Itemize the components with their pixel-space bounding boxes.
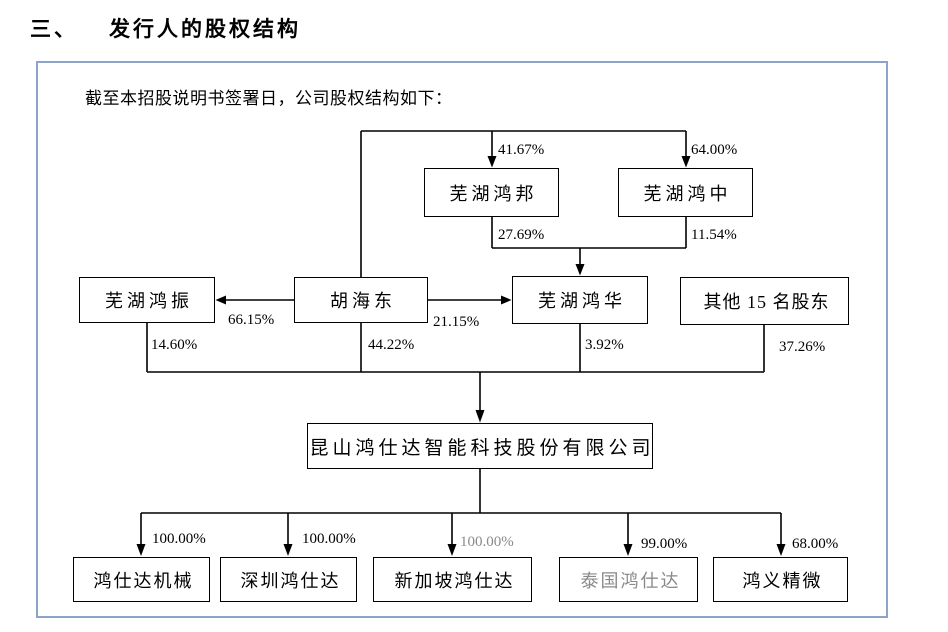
- pct-company-machinery: 100.00%: [152, 531, 206, 547]
- node-hongshida-machinery: 鸿仕达机械: [73, 557, 210, 602]
- pct-huhaidong-hongzhen: 66.15%: [228, 312, 275, 328]
- pct-company-thailand: 99.00%: [641, 536, 688, 552]
- pct-huhaidong-company: 44.22%: [368, 337, 415, 353]
- pct-huhaidong-honghua: 21.15%: [433, 314, 480, 330]
- section-title: 发行人的股权结构: [109, 18, 301, 41]
- node-wuhu-hongzhen: 芜湖鸿振: [79, 277, 215, 323]
- pct-hongzhen-company: 14.60%: [151, 337, 198, 353]
- node-shenzhen-hongshida: 深圳鸿仕达: [220, 557, 357, 602]
- node-thailand-hongshida: 泰国鸿仕达: [559, 557, 698, 602]
- node-hongyi-jingwei: 鸿义精微: [713, 557, 848, 602]
- node-wuhu-hongzhong: 芜湖鸿中: [618, 168, 753, 217]
- pct-company-singapore: 100.00%: [460, 534, 514, 550]
- pct-huhaidong-hongbang: 41.67%: [498, 142, 545, 158]
- node-singapore-hongshida: 新加坡鸿仕达: [373, 557, 532, 602]
- intro-text: 截至本招股说明书签署日，公司股权结构如下：: [85, 89, 453, 108]
- pct-others-company: 37.26%: [779, 339, 826, 355]
- pct-huhaidong-hongzhong: 64.00%: [691, 142, 738, 158]
- section-heading: 三、 发行人的股权结构: [30, 13, 301, 43]
- node-hu-haidong: 胡海东: [294, 277, 428, 323]
- pct-hongzhong-honghua: 11.54%: [691, 227, 737, 243]
- pct-company-hongyi: 68.00%: [792, 536, 839, 552]
- node-other-15-shareholders: 其他 15 名股东: [680, 277, 849, 325]
- diagram-frame: [36, 61, 888, 618]
- pct-company-shenzhen: 100.00%: [302, 531, 356, 547]
- section-number: 三、: [30, 18, 78, 41]
- pct-honghua-company: 3.92%: [585, 337, 624, 353]
- pct-hongbang-honghua: 27.69%: [498, 227, 545, 243]
- node-wuhu-honghua: 芜湖鸿华: [512, 276, 648, 324]
- node-wuhu-hongbang: 芜湖鸿邦: [424, 168, 559, 217]
- node-issuer-company: 昆山鸿仕达智能科技股份有限公司: [307, 423, 653, 469]
